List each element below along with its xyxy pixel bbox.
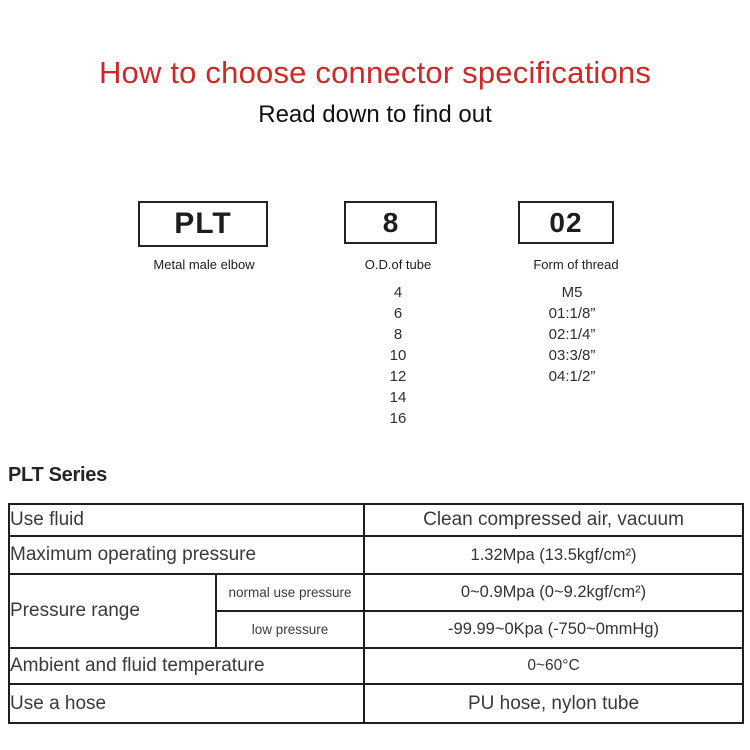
spec-value-low-pressure: -99.99~0Kpa (-750~0mmHg) [363, 610, 745, 649]
tube-size-item: 4 [393, 284, 403, 301]
spec-table: Use fluid Clean compressed air, vacuum M… [7, 503, 745, 724]
spec-label-use-fluid: Use fluid [7, 503, 366, 537]
page-title: How to choose connector specifications [98, 55, 652, 90]
spec-label-hose: Use a hose [7, 683, 366, 724]
spec-value-normal-pressure: 0~0.9Mpa (0~9.2kgf/cm²) [363, 573, 745, 612]
tube-size-item: 10 [389, 347, 407, 364]
spec-value-temperature: 0~60°C [363, 647, 745, 685]
thread-form-item: M5 [561, 284, 583, 301]
spec-row-use-fluid: Use fluid Clean compressed air, vacuum [7, 503, 745, 537]
model-code-thread: 02 [549, 206, 583, 238]
tube-size-list: 4 6 8 10 12 14 16 [348, 282, 448, 429]
tube-size-item: 16 [389, 410, 407, 427]
spec-value-max-pressure: 1.32Mpa (13.5kgf/cm²) [363, 535, 745, 575]
tube-size-item: 14 [389, 389, 407, 406]
spec-row-temperature: Ambient and fluid temperature 0~60°C [7, 647, 745, 685]
thread-form-list: M5 01:1/8” 02:1/4” 03:3/8” 04:1/2” [508, 282, 636, 387]
model-code-series: PLT [174, 207, 232, 240]
thread-form-item: 04:1/2” [548, 368, 596, 385]
model-code-tube: 8 [382, 206, 399, 238]
thread-form-item: 03:3/8” [548, 347, 596, 364]
spec-row-pressure-normal: Pressure range normal use pressure 0~0.9… [8, 573, 745, 649]
model-code-box-thread: 02 [518, 201, 614, 244]
spec-label-temperature: Ambient and fluid temperature [7, 647, 366, 685]
thread-form-item: 01:1/8” [548, 305, 596, 322]
tube-size-item: 6 [393, 305, 403, 322]
spec-row-pressure-low: low pressure -99.99~0Kpa (-750~0mmHg) [9, 610, 745, 649]
tube-size-item: 8 [393, 326, 403, 343]
model-code-box-tube: 8 [344, 201, 437, 244]
spec-value-use-fluid: Clean compressed air, vacuum [363, 503, 745, 537]
spec-label-pressure-range: Pressure range [8, 573, 217, 649]
series-heading: PLT Series [8, 464, 107, 486]
spec-row-hose: Use a hose PU hose, nylon tube [7, 683, 745, 724]
spec-label-max-pressure: Maximum operating pressure [7, 535, 366, 575]
spec-sublabel-normal-pressure: normal use pressure [214, 573, 366, 612]
segment-label-thread: Form of thread [533, 257, 619, 272]
spec-value-hose: PU hose, nylon tube [363, 683, 745, 724]
model-code-box-series: PLT [138, 201, 268, 247]
segment-label-tube: O.D.of tube [364, 257, 432, 272]
thread-form-item: 02:1/4” [548, 326, 596, 343]
page-subtitle: Read down to find out [258, 101, 492, 128]
spec-sublabel-low-pressure: low pressure [214, 610, 366, 649]
tube-size-item: 12 [389, 368, 407, 385]
spec-row-max-pressure: Maximum operating pressure 1.32Mpa (13.5… [7, 535, 745, 575]
segment-label-series: Metal male elbow [153, 257, 255, 272]
